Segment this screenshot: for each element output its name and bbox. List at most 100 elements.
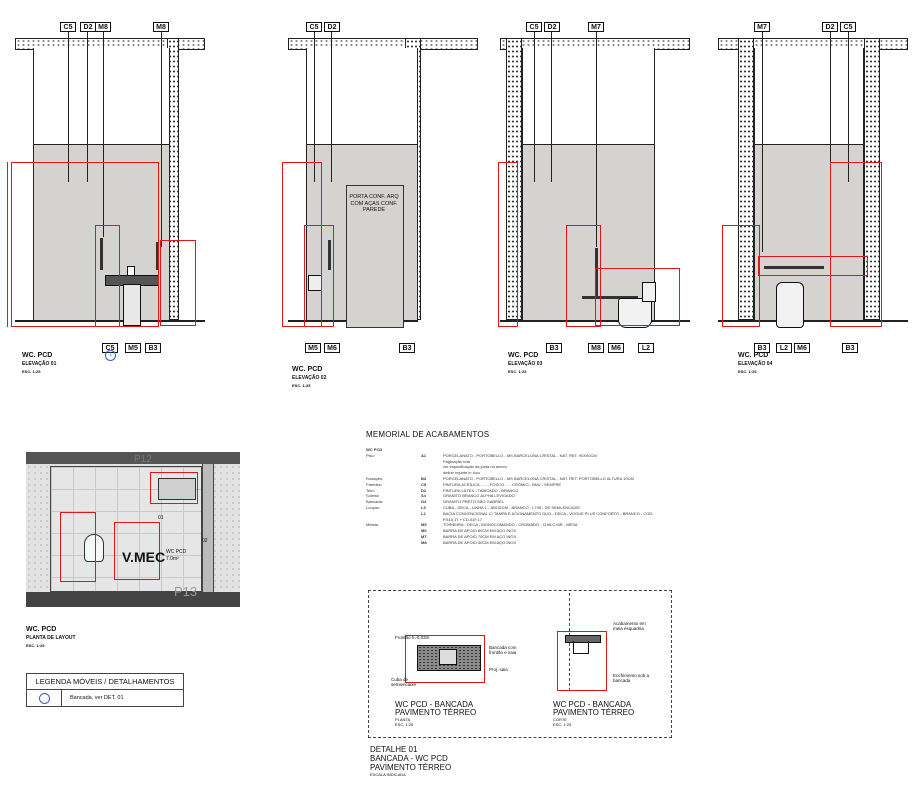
memorial-desc: PINTURA ACRÍLICA - ... - FOSCO - ... CRÔ… [443, 481, 562, 487]
note-acabamento: Acabamento em meia esquadria [613, 621, 646, 631]
legend-marker [27, 690, 62, 706]
legend-item: Bancada, ver DET. 01 [70, 695, 124, 701]
memorial-row: M7 BARRA DE APOIO 70CM EM AÇO INOX [366, 534, 666, 540]
title-text: WC. PCD [292, 366, 323, 373]
memorial-code: S4 [421, 493, 426, 499]
toilet-tank [642, 282, 656, 302]
wall-right [864, 38, 880, 320]
legend-table: LEGENDA MÓVEIS / DETALHAMENTOS Bancada, … [26, 673, 184, 707]
wall-left [738, 38, 754, 320]
label-text: CORTE [553, 717, 567, 722]
floor-line [718, 320, 908, 322]
tag-top: D2 [324, 22, 340, 32]
memorial-desc: PINTURA LÁTEX - TABICADO - BRANCO [443, 487, 519, 493]
elevation-title: WC. PCD ELEVAÇÃO 03 ESC. 1:25 [508, 352, 542, 376]
plan-wall-top [26, 452, 240, 464]
basin-section [573, 641, 589, 654]
label-room: WC PCD [166, 549, 187, 555]
memorial-desc: P.510.17 + CD.01F.17 [443, 516, 482, 522]
memorial-code: L2 [421, 510, 426, 516]
grab-bar-vertical [595, 248, 598, 298]
wall-right [167, 38, 179, 320]
tile-area [755, 144, 863, 320]
leader-line [848, 32, 849, 182]
floor-plan: V.MEC WC PCD 7.0m² P12 P13 01 02 [26, 452, 240, 607]
memorial-place: Metais: [366, 522, 379, 528]
memorial-desc: TORNEIRA - DECA - MONOCOMANDO - CROMADO … [443, 522, 578, 528]
leader-line [314, 32, 315, 182]
memorial-code: M7 [421, 533, 427, 539]
dimension-box [114, 522, 160, 580]
leader-line [87, 32, 88, 182]
memorial-code: C5 [421, 481, 427, 487]
subtitle-text: ELEVAÇÃO 01 [22, 361, 57, 367]
dimension-box [304, 225, 334, 327]
dimension-box [405, 635, 485, 683]
tag-top: M7 [588, 22, 604, 32]
memorial-code: G4 [421, 499, 427, 505]
dimension-box [758, 256, 868, 276]
title-text: WC PCD - BANCADA [395, 700, 474, 709]
memorial-desc: Paginação reta [443, 458, 470, 464]
scale-text: ESC. 1:25 [508, 369, 527, 374]
tag-bottom: M6 [794, 343, 810, 353]
marker-02: 02 [202, 538, 208, 544]
memorial-desc: CUBA - DECA - LINHA L - 38X32CM - BRANCO… [443, 504, 580, 510]
scale-text: ESC. 1:25 [292, 383, 311, 388]
floor-line [15, 320, 205, 322]
leader-line [161, 32, 162, 247]
memorial-place: Teto: [366, 487, 375, 493]
dimension-box [557, 631, 607, 691]
subtitle-text: ELEVAÇÃO 02 [292, 375, 327, 381]
note-saia: Proj. saia [489, 667, 508, 672]
legend-title: LEGENDA MÓVEIS / DETALHAMENTOS [27, 674, 183, 690]
detail-marker[interactable]: 1 [105, 350, 116, 361]
detail-title-block: DETALHE 01 BANCADA - WC PCD PAVIMENTO TÉ… [370, 745, 451, 777]
dimension-box [11, 162, 159, 327]
label-p12: P12 [134, 454, 152, 465]
elevation-01: C5 D2 M8 M8 C5 M5 B3 1 [7, 20, 205, 361]
memorial-code: L5 [421, 504, 426, 510]
memorial-desc: PORCELANATO - PORTOBELLO - MS BARCELONA … [443, 452, 597, 458]
tile-area [34, 144, 169, 320]
detail-title-3: PAVIMENTO TÉRREO [370, 763, 452, 772]
note-bancada: Bancada com frontão e saia [489, 645, 517, 655]
plan-room [50, 466, 202, 592]
elevation-03: C5 D2 M7 B3 M8 M6 L2 [498, 20, 690, 353]
memorial-section: WC PCD [366, 447, 666, 453]
toilet [776, 282, 804, 328]
memorial-place: Rodapés: [366, 475, 384, 481]
detail-circle-icon [39, 693, 50, 704]
memorial-row: P.510.17 + CD.01F.17 [366, 517, 666, 523]
tag-top: C5 [526, 22, 542, 32]
scale-text: ESC. 1:25 [738, 369, 757, 374]
marker-01: 01 [158, 515, 164, 521]
tag-top: C5 [840, 22, 856, 32]
memorial-row: definir rejunte in loco [366, 470, 666, 476]
grab-bar [328, 240, 331, 270]
tag-top: M8 [153, 22, 169, 32]
memorial-place [366, 540, 421, 546]
detail-cut-title: WC PCD - BANCADA PAVIMENTO TÉRREO CORTE … [553, 701, 634, 728]
dimension-box [722, 225, 760, 327]
tag-bottom: M6 [324, 343, 340, 353]
memorial-place: Piso: [366, 452, 375, 458]
tag-bottom: M5 [125, 343, 141, 353]
tag-bottom: B3 [546, 343, 562, 353]
wall-left [506, 38, 522, 320]
legend-row: Bancada, ver DET. 01 [27, 690, 183, 706]
detail-title-1: DETALHE 01 [370, 745, 418, 754]
tag-top: D2 [544, 22, 560, 32]
plan-title: WC. PCD PLANTA DE LAYOUT ESC. 1:25 [26, 626, 76, 650]
memorial-desc: BARRA DE APOIO 70CM EM AÇO INOX [443, 533, 517, 539]
detail-plan-title: WC PCD - BANCADA PAVIMENTO TÉRREO PLANTA… [395, 700, 476, 728]
memorial-place: Soleira: [366, 493, 380, 499]
plan-wall-bottom [26, 592, 240, 607]
faucet [127, 266, 135, 276]
leader-line [830, 32, 831, 182]
tag-bottom: B3 [754, 343, 770, 353]
scale-text: ESC. 1:25 [553, 722, 572, 727]
